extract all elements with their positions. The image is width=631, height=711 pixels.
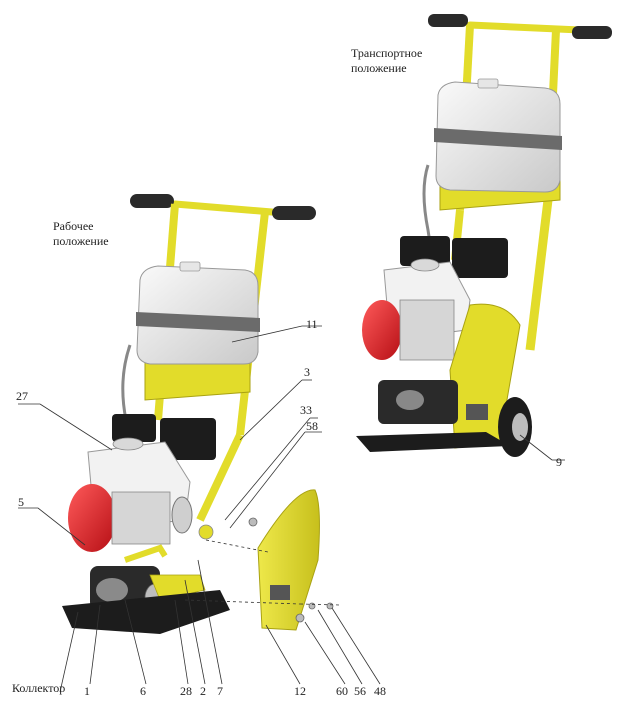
transport-position-caption: Транспортное положение (351, 46, 422, 76)
handle-grip-right (572, 26, 612, 39)
work-grip-right (272, 206, 316, 220)
callout-7: 7 (217, 684, 223, 698)
callout-2: 2 (200, 684, 206, 698)
callouts: 11 3 27 33 58 5 9 Коллектор 1 6 28 2 7 1… (12, 317, 562, 698)
callout-5: 5 (18, 495, 24, 509)
callout-1: 1 (84, 684, 90, 698)
callout-27: 27 (16, 389, 28, 403)
callout-11: 11 (306, 317, 318, 331)
work-position-caption: Рабочее положение (53, 219, 109, 249)
callout-collector: Коллектор (12, 681, 65, 695)
work-base-plate (62, 590, 230, 634)
callout-33: 33 (300, 403, 312, 417)
leader-lines (18, 325, 565, 693)
transport-engine-red (362, 300, 402, 360)
work-grip-left (130, 194, 174, 208)
callout-9: 9 (556, 455, 562, 469)
transport-caption-line1: Транспортное (351, 46, 423, 60)
callout-60: 60 (336, 684, 348, 698)
callout-58: 58 (306, 419, 318, 433)
callout-56: 56 (354, 684, 366, 698)
transport-base-plate (356, 432, 510, 452)
exploded-belt-guard (257, 489, 320, 631)
work-caption-line1: Рабочее (53, 219, 94, 233)
callout-48: 48 (374, 684, 386, 698)
callout-3: 3 (304, 365, 310, 379)
transport-caption-line2: положение (351, 61, 407, 75)
work-engine-red (68, 484, 116, 552)
work-caption-line2: положение (53, 234, 109, 248)
callout-6: 6 (140, 684, 146, 698)
callout-12: 12 (294, 684, 306, 698)
work-machine (62, 194, 341, 634)
handle-grip-left (428, 14, 468, 27)
transport-machine (356, 14, 612, 457)
callout-28: 28 (180, 684, 192, 698)
